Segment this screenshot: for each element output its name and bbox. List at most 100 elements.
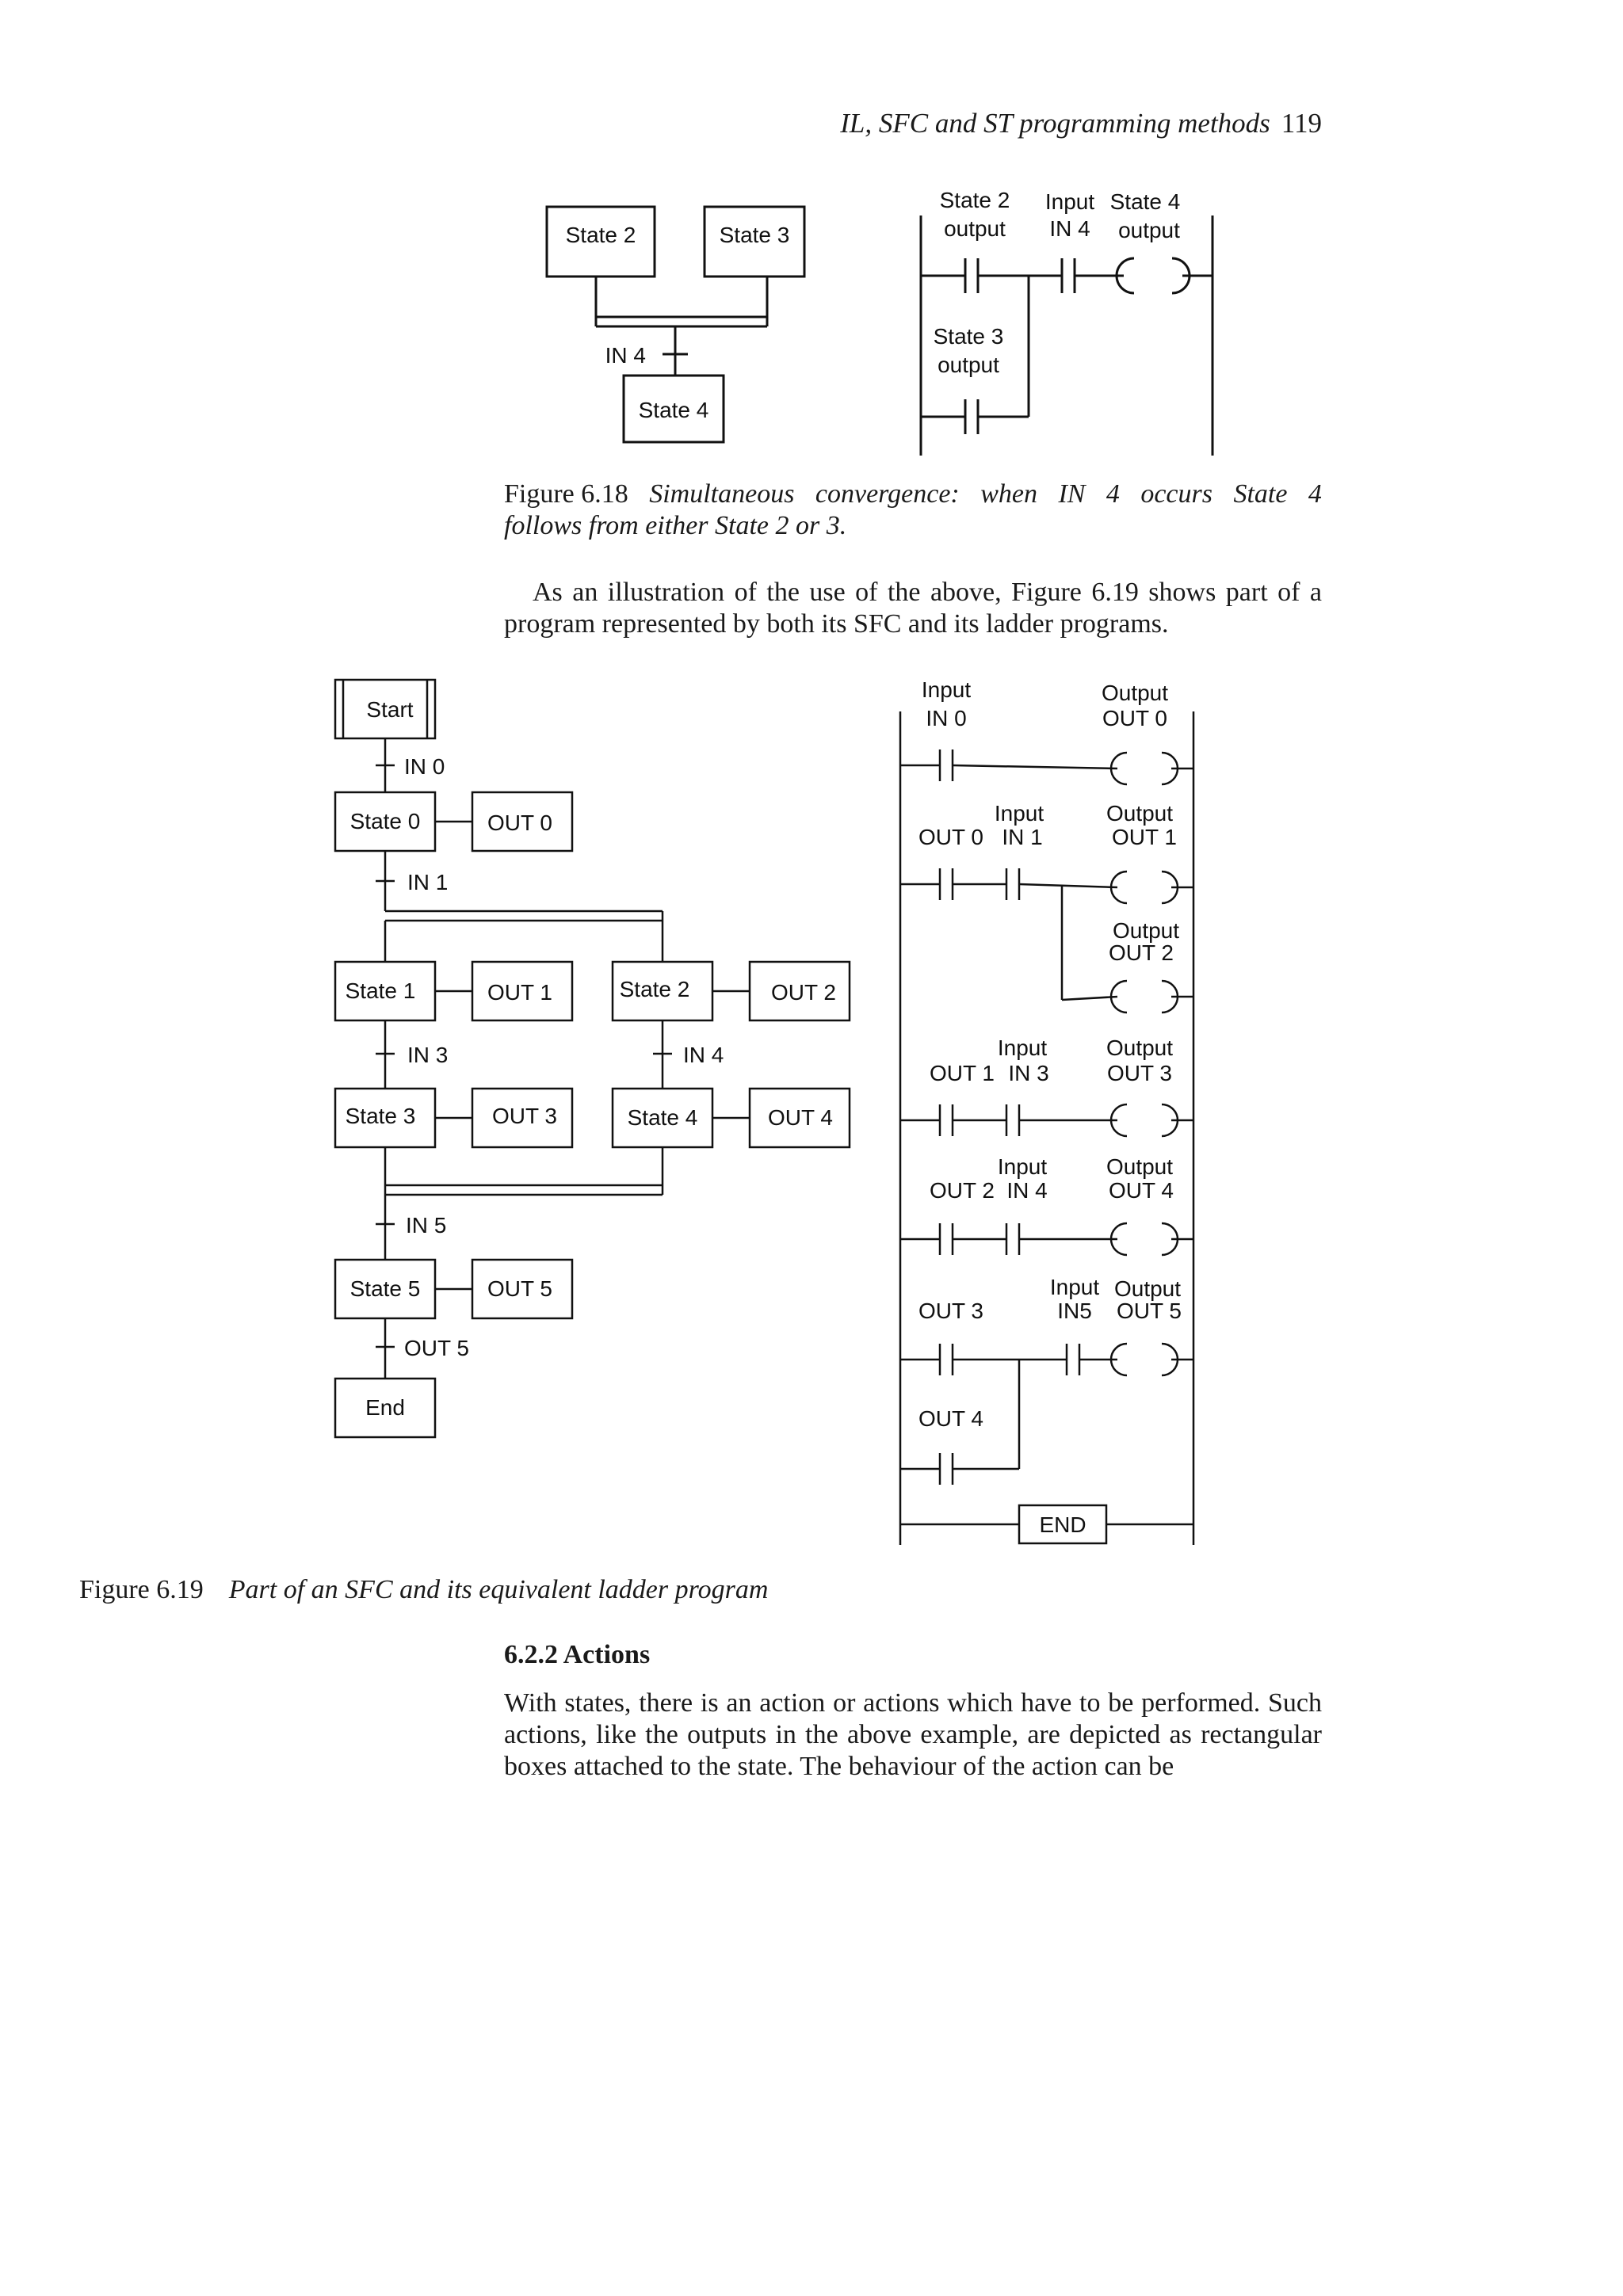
ladder-contact1-line2: output (944, 216, 1006, 241)
figure-6-18-caption: Figure 6.18 Simultaneous convergence: wh… (504, 479, 1322, 542)
caption-word: occurs (1140, 479, 1212, 509)
r3-output-label: Output (1106, 1035, 1173, 1060)
sfc-state4-label: State 4 (628, 1105, 698, 1130)
sfc-box-out-4 (748, 1087, 851, 1149)
r2b-output: OUT 2 (1109, 940, 1174, 965)
caption-word: when (980, 479, 1037, 509)
coil-out2 (1109, 979, 1128, 1014)
r3-input: IN 3 (1008, 1061, 1048, 1085)
sfc-box-end (334, 1377, 437, 1439)
r5-output: OUT 5 (1117, 1299, 1182, 1323)
caption-text: Part of an SFC and its equivalent ladder… (228, 1575, 769, 1604)
sfc-state5-label: State 5 (350, 1276, 421, 1301)
caption-line-2: follows from either State 2 or 3. (504, 511, 847, 540)
sfc-in3-label: IN 3 (407, 1043, 448, 1067)
r1-input: IN 0 (926, 706, 966, 730)
coil-out4 (1109, 1222, 1128, 1257)
sfc-out3-label: OUT 3 (492, 1104, 557, 1128)
sfc-in1-label: IN 1 (407, 870, 448, 894)
r2-output: OUT 1 (1112, 825, 1177, 849)
figure-6-19-caption: Figure 6.19 Part of an SFC and its equiva… (79, 1574, 1030, 1606)
figure-6-18-ladder (919, 215, 1214, 456)
sfc-box-state-3 (703, 205, 806, 278)
sfc-box-out-0 (471, 791, 574, 852)
r5-contact1: OUT 3 (918, 1299, 983, 1323)
r4-output-label: Output (1106, 1154, 1173, 1179)
r2-input-label: Input (995, 801, 1044, 826)
figure-6-19-ladder (899, 711, 1195, 1545)
figure-6-18-sfc (545, 205, 806, 444)
r3-contact1: OUT 1 (930, 1061, 995, 1085)
coil-out1 (1109, 870, 1128, 905)
caption-word: 4 (1106, 479, 1120, 509)
r3-output: OUT 3 (1107, 1061, 1172, 1085)
ladder-coil-line1: State 4 (1110, 189, 1181, 214)
sfc-state0-label: State 0 (350, 809, 421, 833)
running-head-title: IL, SFC and ST programming methods (840, 108, 1270, 139)
sfc-out4-label: OUT 4 (768, 1105, 833, 1130)
caption-label: Figure 6.19 (79, 1575, 204, 1604)
ladder-contact2-line1: Input (1045, 189, 1094, 214)
sfc-box-state-4 (622, 374, 725, 444)
caption-word: 4 (1308, 479, 1322, 509)
sfc-in5-label: IN 5 (406, 1213, 446, 1238)
r1-output-label: Output (1102, 681, 1168, 705)
sfc-state1-label: State 1 (346, 978, 416, 1003)
section-heading: 6.2.2 Actions (504, 1640, 651, 1669)
r5-input: IN5 (1057, 1299, 1092, 1323)
coil-out5 (1109, 1342, 1128, 1377)
caption-word: convergence: (815, 479, 960, 509)
sfc-start-label: Start (366, 697, 413, 722)
sfc-end-label: End (365, 1395, 405, 1420)
running-head: IL, SFC and ST programming methods 119 (792, 108, 1322, 139)
caption-label: Figure 6.18 (504, 479, 628, 509)
r2b-output-label: Output (1113, 918, 1179, 943)
body-paragraph-2: With states, there is an action or actio… (504, 1688, 1322, 1781)
sfc-box-out-1 (471, 960, 574, 1022)
sfc-box-out-5 (471, 1258, 574, 1320)
ladder-end-label: END (1039, 1512, 1086, 1537)
r2-input: IN 1 (1002, 825, 1042, 849)
caption-word: IN (1058, 479, 1086, 509)
r5-input-label: Input (1050, 1275, 1099, 1299)
r5-branch: OUT 4 (918, 1406, 983, 1431)
ladder-contact2-line2: IN 4 (1049, 216, 1090, 241)
r4-input: IN 4 (1006, 1178, 1047, 1203)
sfc-transition-in4-label: IN 4 (605, 343, 646, 368)
coil-state4-output (1115, 257, 1135, 295)
ladder-contact3-line1: State 3 (934, 324, 1004, 349)
coil-out0 (1109, 751, 1128, 786)
r4-contact1: OUT 2 (930, 1178, 995, 1203)
sfc-state2-label: State 2 (620, 977, 690, 1001)
sfc-out5-label: OUT 5 (487, 1276, 552, 1301)
sfc-state-2-label: State 2 (566, 223, 636, 247)
sfc-out1-label: OUT 1 (487, 980, 552, 1005)
ladder-contact3-line2: output (938, 353, 999, 377)
sfc-box-out-2 (748, 960, 851, 1022)
ladder-coil-line2: output (1118, 218, 1180, 242)
sfc-in0-label: IN 0 (404, 754, 445, 779)
r5-output-label: Output (1114, 1276, 1181, 1301)
sfc-state-4-label: State 4 (639, 398, 709, 422)
sfc-box-out-3 (471, 1087, 574, 1149)
ladder-contact1-line1: State 2 (940, 188, 1010, 212)
body-paragraph-1: As an illustration of the use of the abo… (504, 578, 1322, 639)
sfc-out2-label: OUT 2 (771, 980, 836, 1005)
r2-output-label: Output (1106, 801, 1173, 826)
r4-input-label: Input (998, 1154, 1047, 1179)
sfc-in4-label: IN 4 (683, 1043, 724, 1067)
page-number: 119 (1281, 108, 1322, 139)
sfc-out0-label: OUT 0 (487, 810, 552, 835)
r1-input-label: Input (922, 677, 971, 702)
sfc-state-3-label: State 3 (720, 223, 790, 247)
caption-word: State (1233, 479, 1288, 509)
coil-out3 (1109, 1103, 1128, 1138)
sfc-state3-label: State 3 (346, 1104, 416, 1128)
sfc-transition-out5-label: OUT 5 (404, 1336, 469, 1360)
figure-6-19-sfc (334, 678, 851, 1439)
r1-output: OUT 0 (1102, 706, 1167, 730)
r2-contact1: OUT 0 (918, 825, 983, 849)
r3-input-label: Input (998, 1035, 1047, 1060)
